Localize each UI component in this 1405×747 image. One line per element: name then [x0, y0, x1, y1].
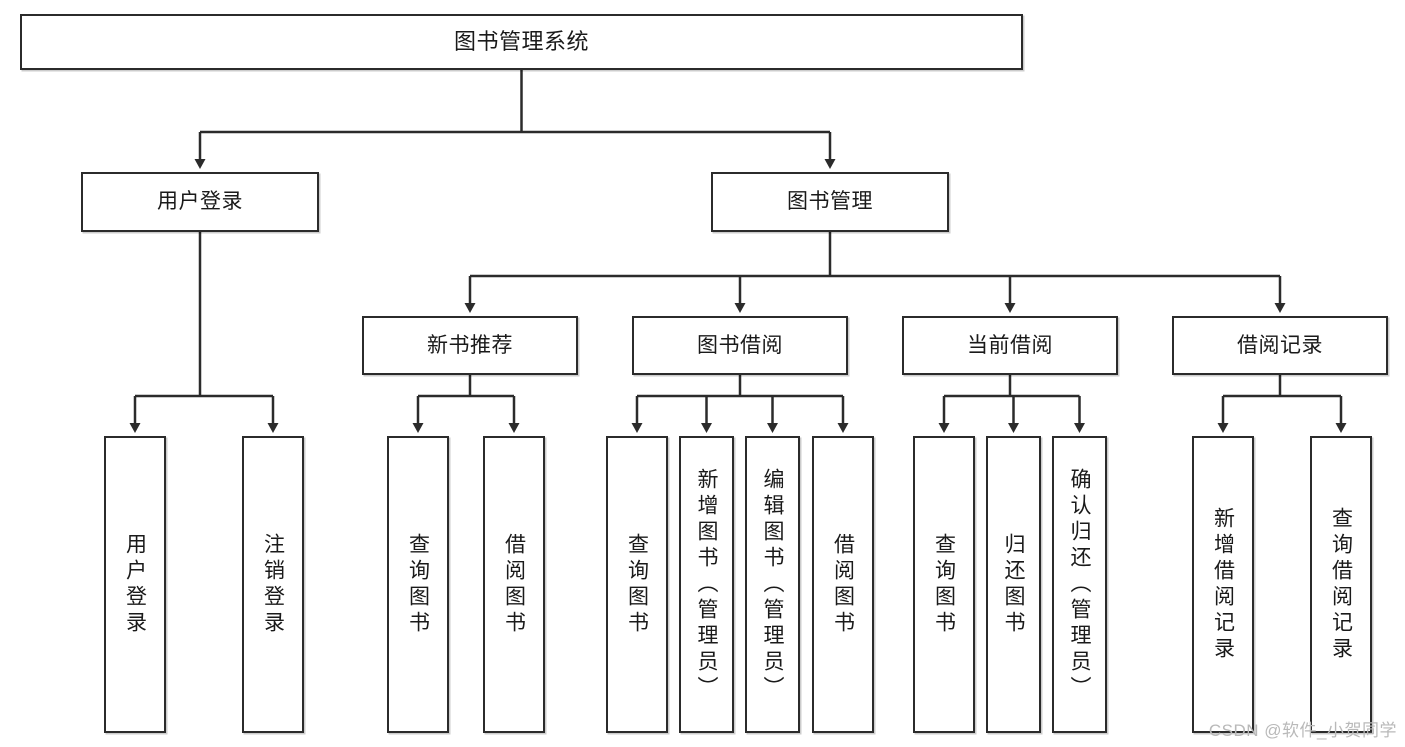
node-label: 新增图书（管理员）	[695, 467, 718, 702]
node-leaf11[interactable]: 确认归还（管理员）	[1052, 436, 1107, 733]
node-label: 归还图书	[1002, 532, 1025, 637]
node-label: 用户登录	[157, 190, 243, 214]
node-label: 新书推荐	[427, 333, 513, 357]
node-label: 查询图书	[625, 532, 649, 637]
node-label: 确认归还（管理员）	[1068, 467, 1091, 702]
node-root[interactable]: 图书管理系统	[20, 14, 1023, 70]
node-label: 图书管理	[787, 190, 873, 214]
node-newbook[interactable]: 新书推荐	[362, 316, 578, 375]
node-current[interactable]: 当前借阅	[902, 316, 1118, 375]
node-leaf9[interactable]: 查询图书	[913, 436, 975, 733]
node-leaf5[interactable]: 查询图书	[606, 436, 668, 733]
node-label: 图书借阅	[697, 333, 783, 357]
node-leaf8[interactable]: 借阅图书	[812, 436, 874, 733]
node-label: 用户登录	[123, 532, 147, 637]
node-login[interactable]: 用户登录	[81, 172, 319, 232]
node-label: 新增借阅记录	[1211, 506, 1235, 663]
node-label: 编辑图书（管理员）	[761, 467, 784, 702]
node-leaf13[interactable]: 查询借阅记录	[1310, 436, 1372, 733]
node-leaf4[interactable]: 借阅图书	[483, 436, 545, 733]
node-leaf7[interactable]: 编辑图书（管理员）	[745, 436, 800, 733]
node-label: 查询图书	[932, 532, 956, 637]
node-bookmgmt[interactable]: 图书管理	[711, 172, 949, 232]
node-label: 借阅图书	[831, 532, 855, 637]
watermark-label: CSDN @软件_小贺同学	[1208, 721, 1397, 740]
node-borrow[interactable]: 图书借阅	[632, 316, 848, 375]
node-leaf12[interactable]: 新增借阅记录	[1192, 436, 1254, 733]
node-records[interactable]: 借阅记录	[1172, 316, 1388, 375]
node-leaf6[interactable]: 新增图书（管理员）	[679, 436, 734, 733]
node-leaf10[interactable]: 归还图书	[986, 436, 1041, 733]
node-leaf2[interactable]: 注销登录	[242, 436, 304, 733]
node-leaf3[interactable]: 查询图书	[387, 436, 449, 733]
node-label: 注销登录	[261, 532, 285, 637]
node-label: 查询借阅记录	[1329, 506, 1353, 663]
node-label: 当前借阅	[967, 333, 1053, 357]
node-label: 借阅图书	[502, 532, 526, 637]
node-label: 查询图书	[406, 532, 430, 637]
node-leaf1[interactable]: 用户登录	[104, 436, 166, 733]
node-label: 图书管理系统	[453, 28, 589, 54]
node-label: 借阅记录	[1237, 333, 1323, 357]
